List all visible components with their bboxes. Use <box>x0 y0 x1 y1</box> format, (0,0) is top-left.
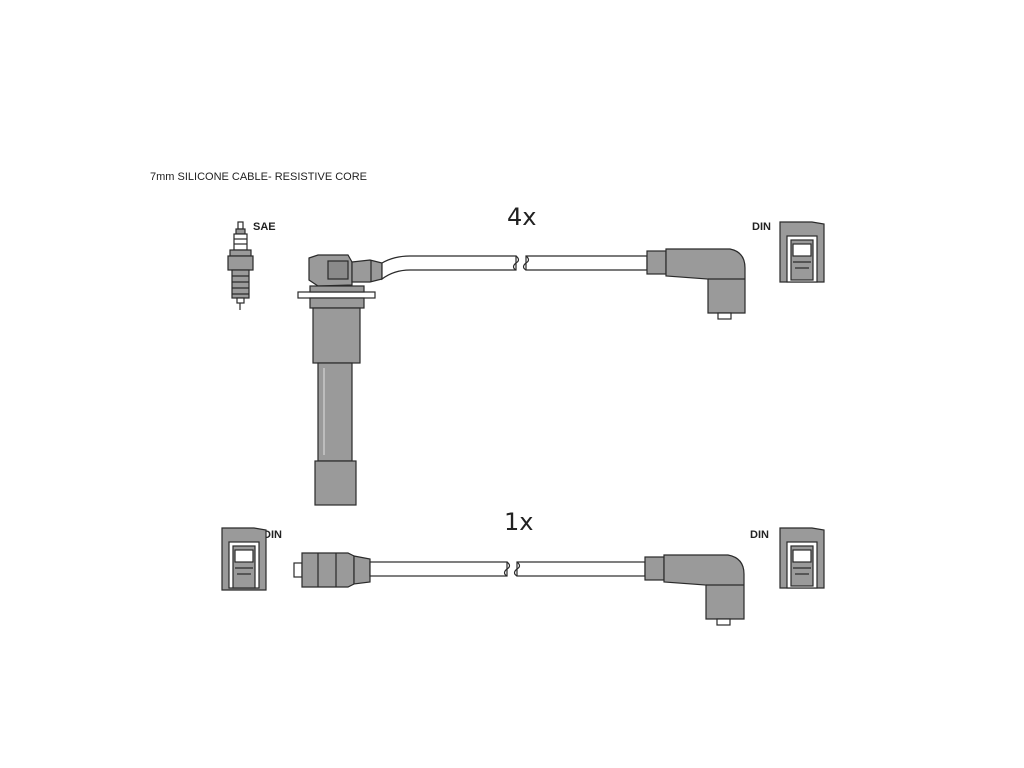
straight-boot-icon <box>293 552 371 588</box>
quantity-bottom-lead: 1x <box>504 508 534 536</box>
label-din-bottom-right: DIN <box>750 529 769 541</box>
top-cable <box>381 255 648 281</box>
coil-boot-bottom-icon <box>644 554 745 626</box>
spark-plug-boot-icon <box>297 254 383 506</box>
diagram-caption: 7mm SILICONE CABLE- RESISTIVE CORE <box>150 171 367 183</box>
quantity-top-lead: 4x <box>507 203 537 231</box>
coil-boot-top-icon <box>646 248 746 320</box>
label-din-top-right: DIN <box>752 221 771 233</box>
spark-plug-icon <box>227 221 254 310</box>
label-din-bottom-left: DIN <box>263 529 282 541</box>
din-terminal-top-right-icon <box>779 221 825 283</box>
din-terminal-bottom-right-icon <box>779 527 825 589</box>
bottom-cable <box>369 561 646 577</box>
label-sae: SAE <box>253 221 276 233</box>
din-terminal-bottom-left-icon <box>221 527 267 591</box>
